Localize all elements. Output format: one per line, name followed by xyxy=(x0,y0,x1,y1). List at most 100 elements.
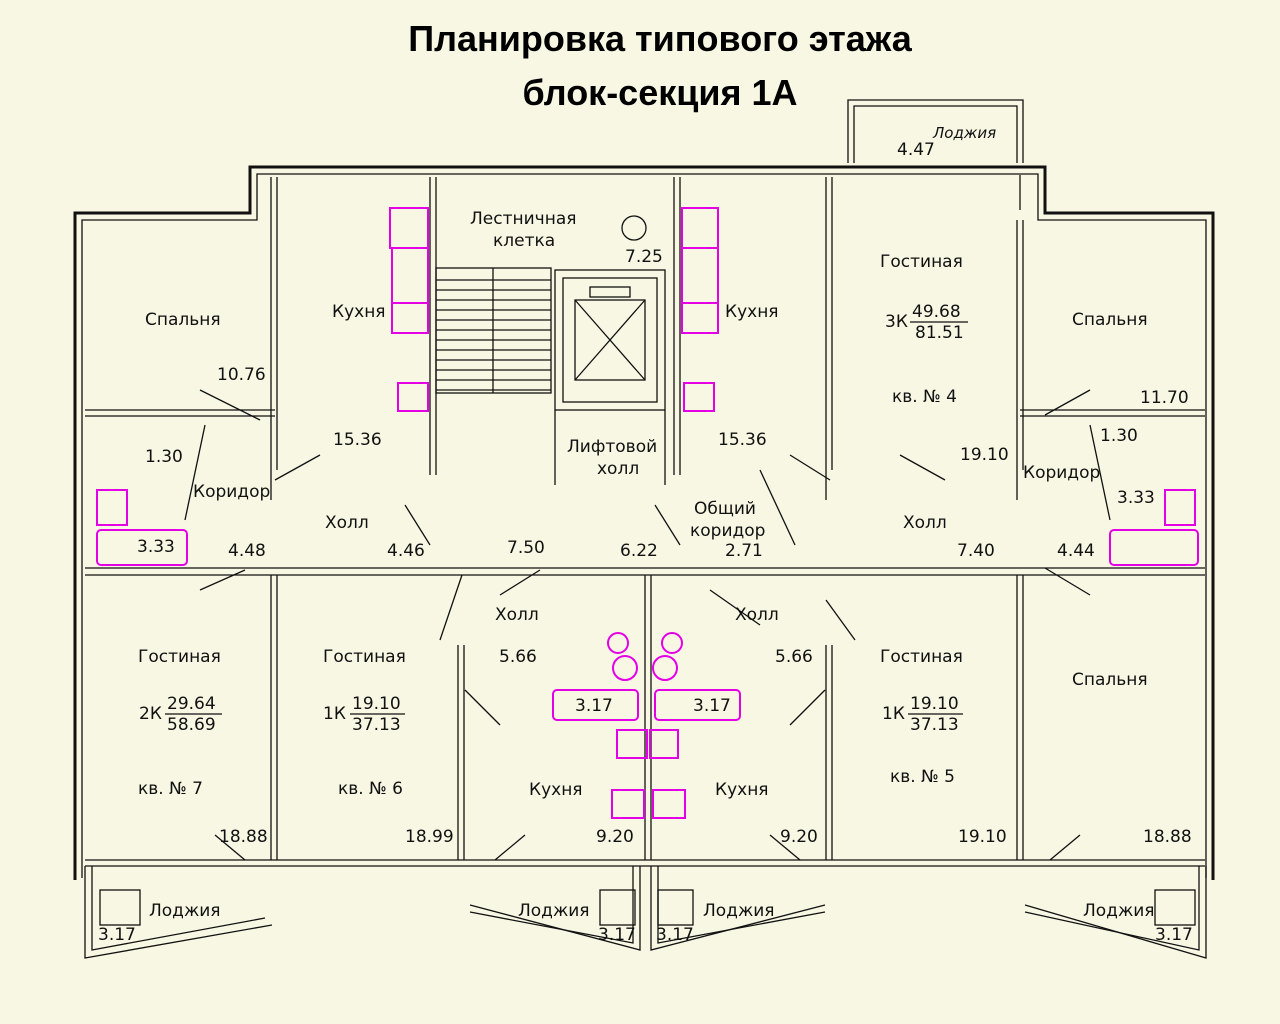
common-corridor-area: 2.71 xyxy=(725,541,763,561)
apt5-total-area: 37.13 xyxy=(910,715,959,735)
apt6-type: 1К xyxy=(323,704,346,724)
kitchen-label: Кухня xyxy=(529,780,583,800)
bathtub-icon xyxy=(96,529,188,566)
kitchen-counter-icon xyxy=(681,207,719,249)
washbasin-icon xyxy=(1164,489,1196,526)
area-value: 6.22 xyxy=(620,541,658,561)
area-value: 15.36 xyxy=(718,430,767,450)
area-value: 19.10 xyxy=(960,445,1009,465)
bedroom-label: Спальня xyxy=(1072,670,1148,690)
kitchen-counter-icon xyxy=(391,247,429,304)
area-value: 3.17 xyxy=(1155,925,1193,945)
washbasin-icon xyxy=(652,655,678,681)
apartment-labels: 3К 49.68 81.51 кв. № 4 2К 29.64 58.69 кв… xyxy=(138,302,968,799)
sink-icon xyxy=(649,729,679,759)
kitchen-label: Кухня xyxy=(725,302,779,322)
area-value: 18.99 xyxy=(405,827,454,847)
door-swings xyxy=(184,389,1111,861)
area-value: 19.10 xyxy=(958,827,1007,847)
apt5-type: 1К xyxy=(882,704,905,724)
area-value: 4.46 xyxy=(387,541,425,561)
area-value: 9.20 xyxy=(596,827,634,847)
apt7-living-area: 29.64 xyxy=(167,694,216,714)
area-value: 7.40 xyxy=(957,541,995,561)
toilet-icon xyxy=(661,632,683,654)
sink-icon xyxy=(683,382,715,412)
bottom-loggias xyxy=(84,866,1207,959)
stove-icon xyxy=(652,789,686,819)
hall-label: Холл xyxy=(735,605,779,625)
stair-treads xyxy=(436,279,551,391)
hall-label: Холл xyxy=(903,513,947,533)
area-value: 4.44 xyxy=(1057,541,1095,561)
sink-icon xyxy=(397,382,429,412)
corridor-label: Коридор xyxy=(1023,463,1100,483)
apt4-type: 3К xyxy=(885,312,908,332)
area-value: 18.88 xyxy=(1143,827,1192,847)
loggia-label: Лоджия xyxy=(1083,901,1155,921)
corridor-label: Коридор xyxy=(193,482,270,502)
stove-icon xyxy=(391,302,429,334)
bathtub-icon xyxy=(1109,529,1199,566)
kitchen-counter-icon xyxy=(389,207,429,249)
apt7-total-area: 58.69 xyxy=(167,715,216,735)
area-value: 10.76 xyxy=(217,365,266,385)
room-labels: Лестничная клетка 7.25 Лоджия 4.47 Спаль… xyxy=(138,124,1155,921)
kitchen-label: Кухня xyxy=(715,780,769,800)
area-value: 5.66 xyxy=(775,647,813,667)
living-label: Гостиная xyxy=(880,647,963,667)
area-value: 3.17 xyxy=(693,696,731,716)
area-value: 18.88 xyxy=(219,827,268,847)
kitchen-counter-icon xyxy=(681,247,719,304)
area-value: 3.17 xyxy=(656,925,694,945)
apt4-living-area: 49.68 xyxy=(912,302,961,322)
living-label: Гостиная xyxy=(880,252,963,272)
lift-hall-label: Лифтовой xyxy=(567,437,657,457)
lift-hall-label-2: холл xyxy=(597,459,639,479)
stair-label-2: клетка xyxy=(493,231,555,251)
toilet-icon xyxy=(607,632,629,654)
area-value: 5.66 xyxy=(499,647,537,667)
washbasin-icon xyxy=(612,655,638,681)
area-value: 11.70 xyxy=(1140,388,1189,408)
living-label: Гостиная xyxy=(323,647,406,667)
apt5-living-area: 19.10 xyxy=(910,694,959,714)
area-value: 3.17 xyxy=(598,925,636,945)
area-value: 1.30 xyxy=(145,447,183,467)
plumbing-fixtures xyxy=(96,207,1199,819)
common-corridor-label-2: коридор xyxy=(690,521,765,541)
trash-chute-icon xyxy=(621,215,647,241)
area-value: 7.50 xyxy=(507,538,545,558)
area-value: 3.17 xyxy=(98,925,136,945)
area-value: 1.30 xyxy=(1100,426,1138,446)
apt6-total-area: 37.13 xyxy=(352,715,401,735)
area-value: 15.36 xyxy=(333,430,382,450)
apt7-type: 2К xyxy=(139,704,162,724)
area-value: 4.48 xyxy=(228,541,266,561)
bedroom-label: Спальня xyxy=(1072,310,1148,330)
loggia-top-label: Лоджия xyxy=(932,124,996,142)
stair-area: 7.25 xyxy=(625,247,663,267)
hall-label: Холл xyxy=(325,513,369,533)
common-corridor-label: Общий xyxy=(694,499,756,519)
interior-walls xyxy=(85,177,1205,867)
stove-icon xyxy=(681,302,719,334)
loggia-label: Лоджия xyxy=(518,901,590,921)
loggia-label: Лоджия xyxy=(149,901,221,921)
bathtub-icon xyxy=(654,689,741,721)
outer-walls xyxy=(73,99,1215,880)
living-label: Гостиная xyxy=(138,647,221,667)
stove-icon xyxy=(611,789,645,819)
sink-icon xyxy=(616,729,648,759)
apt7-label: кв. № 7 xyxy=(138,779,203,799)
area-value: 3.33 xyxy=(137,537,175,557)
plan-subtitle: блок-секция 1А xyxy=(522,72,798,113)
bedroom-label: Спальня xyxy=(145,310,221,330)
apt4-total-area: 81.51 xyxy=(915,323,964,343)
stair-label: Лестничная xyxy=(470,209,576,229)
loggia-label: Лоджия xyxy=(703,901,775,921)
apt6-label: кв. № 6 xyxy=(338,779,403,799)
washbasin-icon xyxy=(96,489,128,526)
